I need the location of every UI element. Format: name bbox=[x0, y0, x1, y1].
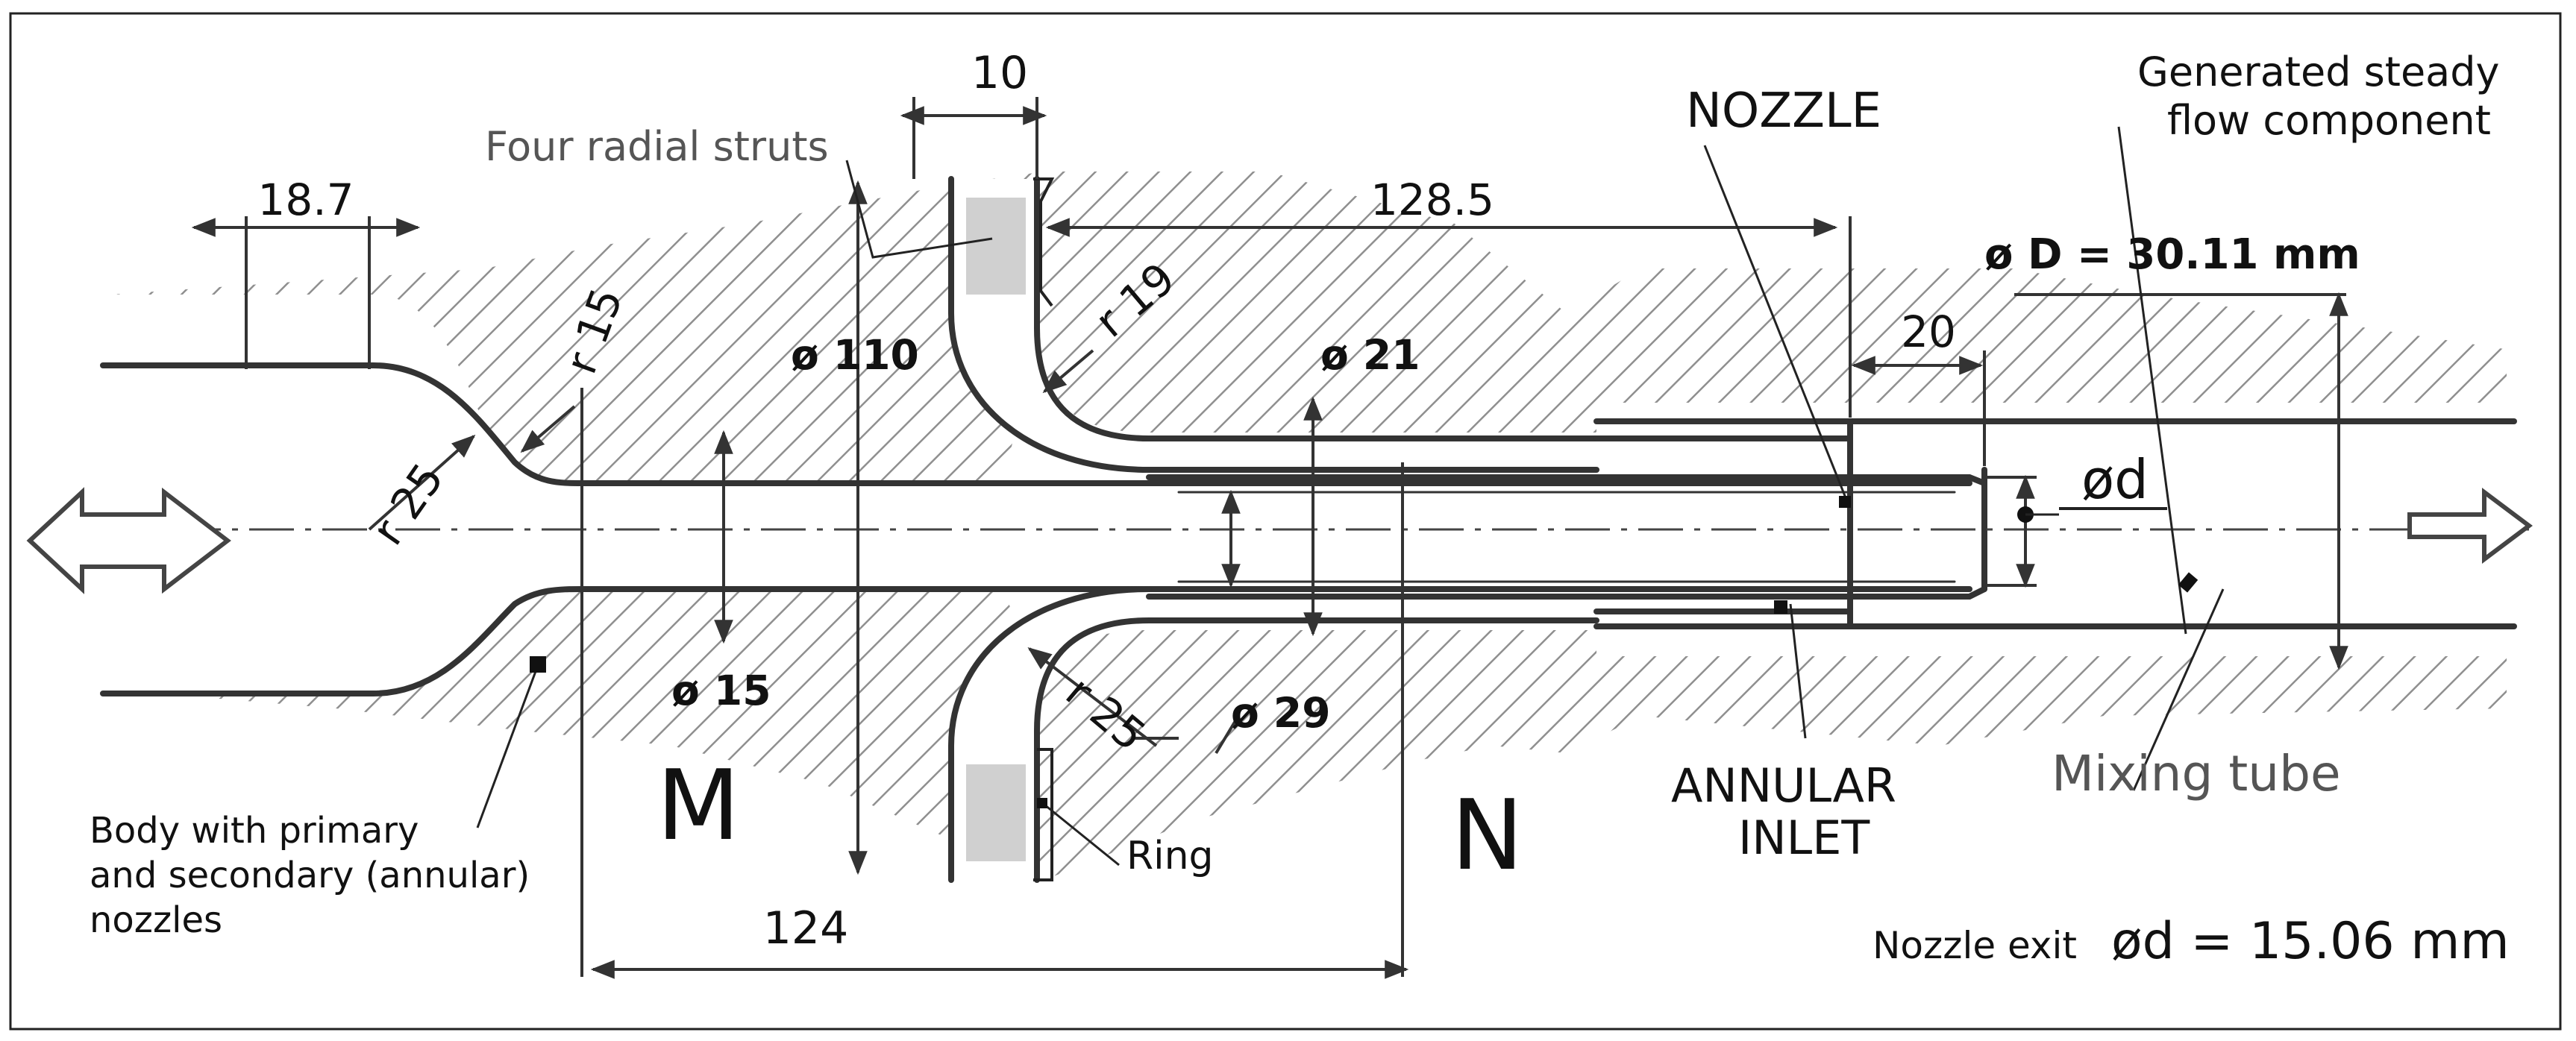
dim-128-5: 128.5 bbox=[1370, 174, 1494, 225]
dim-phi29: ø 29 bbox=[1231, 689, 1330, 737]
dim-124: 124 bbox=[763, 902, 849, 954]
label-four-radial-struts: Four radial struts bbox=[485, 123, 829, 170]
dimension-lines bbox=[191, 97, 2348, 979]
dim-18-7: 18.7 bbox=[257, 174, 354, 225]
dim-phi15: ø 15 bbox=[671, 667, 771, 714]
label-generated-1: Generated steady bbox=[2137, 48, 2500, 95]
label-generated-2: flow component bbox=[2167, 97, 2491, 144]
label-nozzle: NOZZLE bbox=[1686, 84, 1881, 139]
body-lower-hatch bbox=[112, 574, 2507, 880]
drawing-frame bbox=[9, 12, 2562, 1031]
label-body-2: and secondary (annular) bbox=[90, 855, 530, 896]
outlet-arrow bbox=[2407, 488, 2533, 564]
strut-top bbox=[966, 198, 1026, 295]
dim-phi-d: ød bbox=[2081, 448, 2149, 511]
leader-lines bbox=[476, 126, 2225, 867]
primary-passage bbox=[103, 365, 1984, 694]
dim-phi21: ø 21 bbox=[1320, 331, 1420, 379]
mixing-tube-passage bbox=[1596, 421, 2514, 626]
strut-bottom bbox=[966, 764, 1026, 861]
label-annular-1: ANNULAR bbox=[1671, 758, 1896, 813]
label-ring: Ring bbox=[1126, 834, 1214, 878]
dim-20: 20 bbox=[1901, 306, 1956, 357]
label-body-1: Body with primary bbox=[90, 810, 419, 852]
body-upper-hatch bbox=[112, 172, 2514, 483]
label-N: N bbox=[1451, 779, 1523, 892]
label-M: M bbox=[656, 749, 740, 862]
label-nozzle-exit-prefix: Nozzle exit bbox=[1873, 924, 2077, 967]
label-mixing-tube: Mixing tube bbox=[2052, 745, 2341, 802]
dim-10: 10 bbox=[971, 47, 1028, 99]
ring-bracket bbox=[1033, 748, 1053, 881]
inlet-double-arrow bbox=[26, 487, 231, 594]
dim-phi-D: ø D = 30.11 mm bbox=[1984, 230, 2360, 279]
label-nozzle-exit-value: ød = 15.06 mm bbox=[2111, 912, 2510, 971]
dim-phi110: ø 110 bbox=[791, 331, 919, 379]
label-body-3: nozzles bbox=[90, 899, 222, 941]
label-annular-2: INLET bbox=[1738, 811, 1870, 865]
strut-bracket-top bbox=[1033, 177, 1055, 307]
